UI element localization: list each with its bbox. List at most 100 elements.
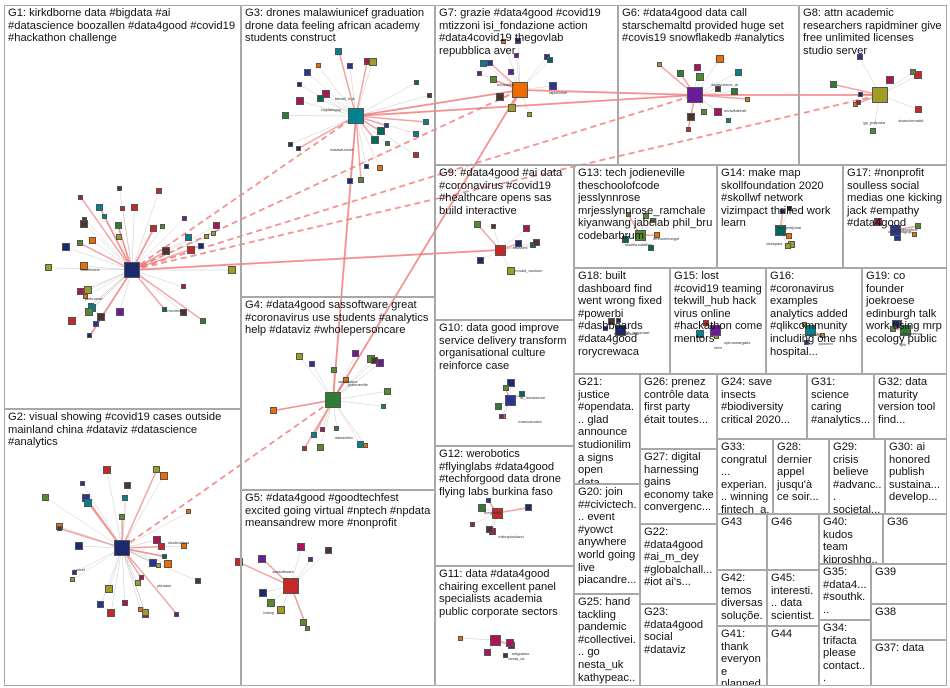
user-node[interactable] bbox=[634, 229, 646, 241]
user-node[interactable] bbox=[124, 481, 132, 489]
user-node[interactable] bbox=[696, 73, 705, 82]
user-node[interactable] bbox=[70, 577, 75, 583]
user-node[interactable] bbox=[785, 232, 792, 239]
user-node[interactable] bbox=[283, 578, 299, 594]
user-node[interactable] bbox=[319, 426, 325, 432]
user-node[interactable] bbox=[150, 225, 158, 233]
user-node[interactable] bbox=[114, 540, 130, 556]
user-node[interactable] bbox=[413, 130, 420, 137]
user-node[interactable] bbox=[474, 221, 482, 229]
user-node[interactable] bbox=[288, 141, 294, 147]
user-node[interactable] bbox=[803, 340, 809, 346]
user-node[interactable] bbox=[316, 443, 324, 451]
user-node[interactable] bbox=[480, 59, 488, 67]
user-node[interactable] bbox=[105, 585, 114, 594]
user-node[interactable] bbox=[88, 237, 96, 245]
user-node[interactable] bbox=[647, 244, 654, 251]
user-node[interactable] bbox=[203, 234, 209, 240]
user-node[interactable] bbox=[80, 220, 89, 229]
user-node[interactable] bbox=[185, 234, 193, 242]
user-node[interactable] bbox=[780, 209, 786, 215]
user-node[interactable] bbox=[153, 466, 161, 474]
user-node[interactable] bbox=[774, 224, 786, 236]
user-node[interactable] bbox=[642, 213, 649, 220]
user-node[interactable] bbox=[384, 387, 392, 395]
user-node[interactable] bbox=[820, 333, 826, 339]
user-node[interactable] bbox=[701, 109, 708, 116]
user-node[interactable] bbox=[494, 244, 506, 256]
user-node[interactable] bbox=[162, 247, 171, 256]
user-node[interactable] bbox=[376, 164, 383, 171]
user-node[interactable] bbox=[506, 638, 515, 647]
user-node[interactable] bbox=[181, 284, 187, 290]
user-node[interactable] bbox=[300, 618, 308, 626]
user-node[interactable] bbox=[97, 313, 106, 322]
user-node[interactable] bbox=[84, 308, 93, 316]
user-node[interactable] bbox=[199, 317, 206, 324]
user-node[interactable] bbox=[607, 317, 615, 325]
user-node[interactable] bbox=[615, 317, 621, 323]
user-node[interactable] bbox=[548, 81, 557, 90]
user-node[interactable] bbox=[693, 63, 701, 71]
user-node[interactable] bbox=[730, 87, 738, 95]
user-node[interactable] bbox=[114, 222, 122, 230]
user-node[interactable] bbox=[476, 70, 482, 76]
user-node[interactable] bbox=[785, 243, 792, 250]
user-node[interactable] bbox=[614, 324, 626, 336]
user-node[interactable] bbox=[910, 68, 917, 75]
user-node[interactable] bbox=[316, 95, 324, 103]
user-node[interactable] bbox=[371, 136, 380, 145]
user-node[interactable] bbox=[148, 559, 157, 568]
user-node[interactable] bbox=[485, 526, 493, 534]
user-node[interactable] bbox=[804, 324, 816, 336]
user-node[interactable] bbox=[914, 223, 921, 230]
user-node[interactable] bbox=[101, 214, 107, 220]
user-node[interactable] bbox=[44, 264, 52, 272]
user-node[interactable] bbox=[515, 239, 523, 247]
user-node[interactable] bbox=[227, 266, 236, 275]
user-node[interactable] bbox=[158, 543, 166, 551]
user-node[interactable] bbox=[156, 562, 162, 568]
user-node[interactable] bbox=[324, 547, 332, 555]
user-node[interactable] bbox=[174, 611, 180, 617]
user-node[interactable] bbox=[311, 432, 318, 439]
user-node[interactable] bbox=[304, 625, 310, 631]
user-node[interactable] bbox=[714, 107, 723, 116]
user-node[interactable] bbox=[297, 543, 306, 552]
user-node[interactable] bbox=[855, 100, 861, 106]
user-node[interactable] bbox=[899, 324, 911, 336]
user-node[interactable] bbox=[297, 82, 303, 88]
user-node[interactable] bbox=[502, 652, 508, 658]
user-node[interactable] bbox=[309, 360, 316, 367]
user-node[interactable] bbox=[187, 245, 196, 254]
user-node[interactable] bbox=[501, 39, 507, 45]
user-node[interactable] bbox=[533, 238, 541, 246]
user-node[interactable] bbox=[885, 76, 894, 85]
user-node[interactable] bbox=[162, 307, 168, 313]
user-node[interactable] bbox=[383, 122, 389, 128]
user-node[interactable] bbox=[80, 262, 89, 271]
user-node[interactable] bbox=[726, 117, 732, 123]
user-node[interactable] bbox=[153, 536, 162, 545]
user-node[interactable] bbox=[709, 324, 721, 336]
user-node[interactable] bbox=[490, 223, 496, 229]
user-node[interactable] bbox=[77, 240, 84, 247]
user-node[interactable] bbox=[602, 326, 608, 332]
user-node[interactable] bbox=[96, 204, 104, 212]
user-node[interactable] bbox=[181, 542, 188, 549]
user-node[interactable] bbox=[301, 445, 307, 451]
user-node[interactable] bbox=[872, 87, 888, 103]
user-node[interactable] bbox=[121, 599, 128, 606]
user-node[interactable] bbox=[138, 575, 144, 581]
user-node[interactable] bbox=[413, 152, 419, 159]
user-node[interactable] bbox=[714, 86, 721, 93]
user-node[interactable] bbox=[162, 554, 168, 560]
user-node[interactable] bbox=[702, 320, 709, 327]
user-node[interactable] bbox=[489, 634, 501, 646]
user-node[interactable] bbox=[376, 127, 385, 136]
user-node[interactable] bbox=[508, 103, 517, 112]
user-node[interactable] bbox=[308, 556, 314, 562]
user-node[interactable] bbox=[194, 578, 201, 585]
user-node[interactable] bbox=[506, 378, 515, 387]
user-node[interactable] bbox=[68, 317, 77, 326]
